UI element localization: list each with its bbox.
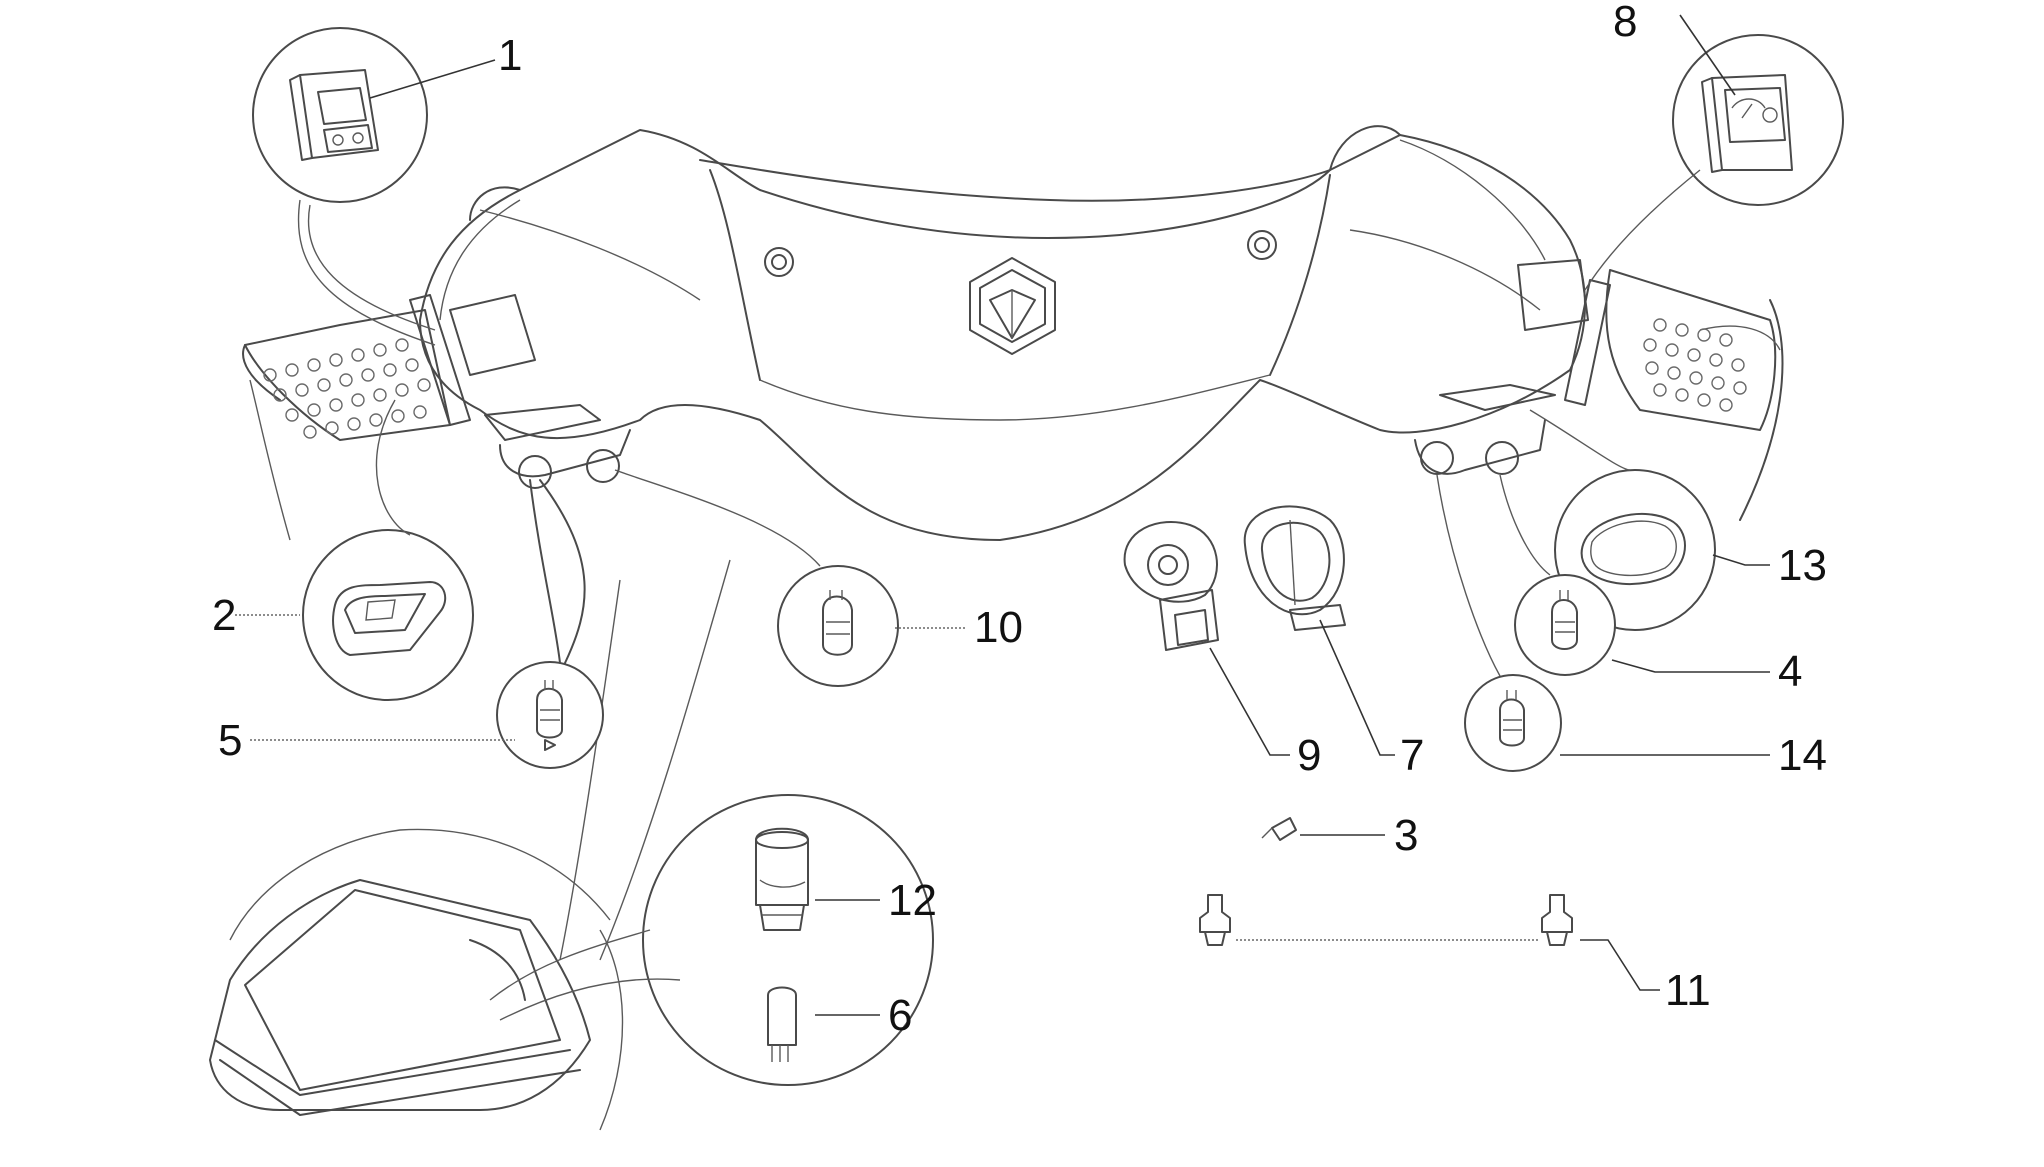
part-9-ignition-socket [1123,520,1219,651]
detail-circle-bulbs-12-6 [489,794,934,1086]
detail-circle-switch-2 [302,399,474,701]
callout-4: 4 [1778,647,1802,696]
detail-circle-bulb-10 [614,469,899,687]
detail-circle-bulb-14 [1436,474,1562,772]
callout-11: 11 [1665,966,1711,1015]
handlebar-cover [419,125,1589,961]
detail-circle-switch-1 [252,27,436,346]
instrument-housing [209,828,624,1131]
callout-10: 10 [974,603,1023,652]
callout-7: 7 [1400,731,1424,780]
callout-3: 3 [1394,811,1418,860]
detail-circle-switch-8 [1584,34,1844,291]
part-3-small-bulb [1261,817,1297,841]
detail-circle-bulb-4 [1499,474,1616,676]
callout-13: 13 [1778,541,1827,590]
callout-9: 9 [1297,731,1321,780]
left-grip [242,294,471,541]
callout-8: 8 [1613,0,1637,46]
callout-12: 12 [888,876,937,925]
callout-2: 2 [212,591,236,640]
leader-lines [235,14,1770,1016]
callout-5: 5 [218,716,242,765]
detail-circle-bulb-5 [496,479,604,769]
callout-numbers: 1 2 3 4 5 6 7 8 9 10 11 12 13 14 [212,0,1827,1040]
brand-logo-emblem [969,257,1056,355]
part-11-fasteners [1199,894,1573,946]
part-7-lens-holder [1243,505,1346,631]
callout-1: 1 [498,31,522,80]
callout-14: 14 [1778,731,1827,780]
right-grip [1564,269,1784,521]
callout-6: 6 [888,991,912,1040]
